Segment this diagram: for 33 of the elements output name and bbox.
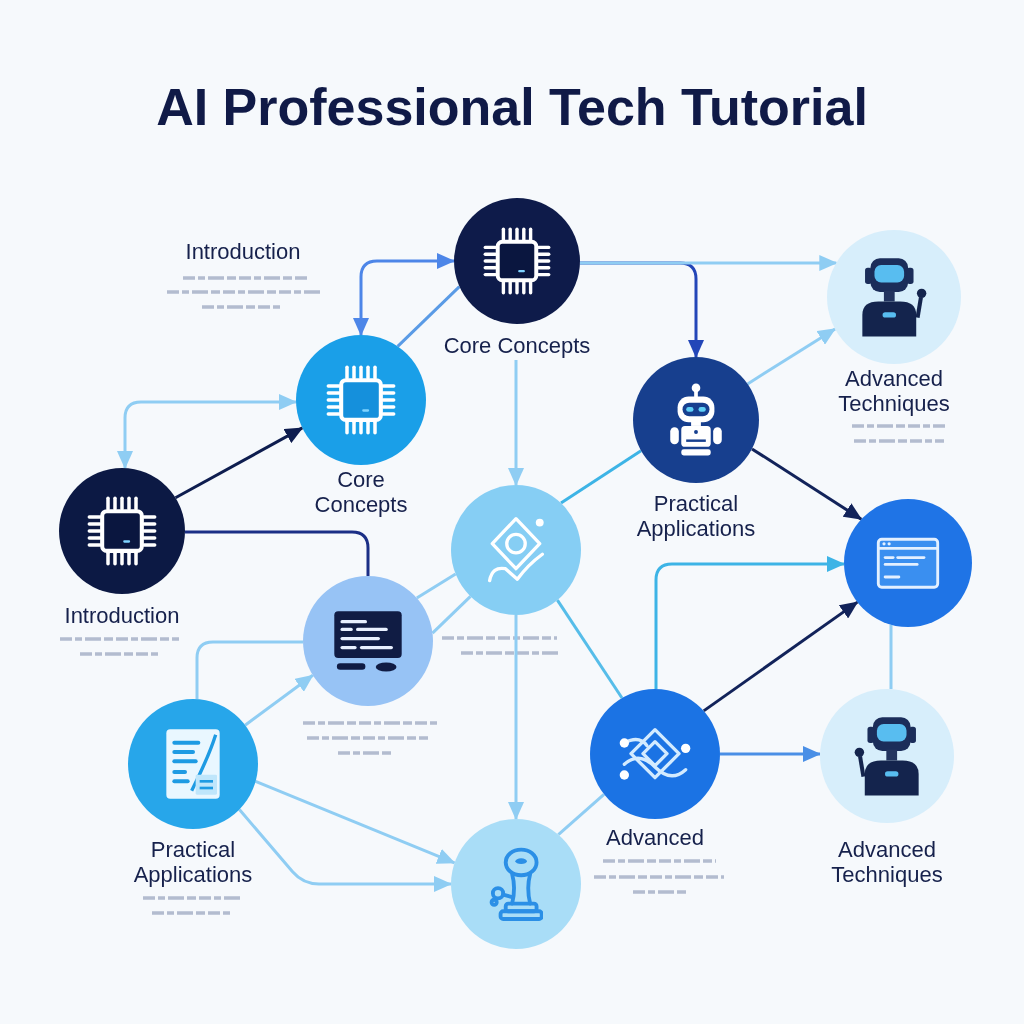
arrow: [720, 746, 821, 762]
topic-label: Advanced Techniques: [838, 366, 950, 416]
connector-line: [185, 530, 370, 576]
connector-line: [889, 624, 893, 690]
arrow: [255, 780, 456, 865]
arrow: [508, 615, 524, 820]
connector-line: [195, 640, 303, 700]
arrow: [353, 253, 455, 336]
connector-line: [416, 572, 457, 600]
topic-label: Core Concepts: [314, 467, 408, 517]
connector-line: [431, 595, 472, 635]
arrow: [238, 808, 452, 892]
connector-line: [396, 285, 461, 348]
arrow: [580, 255, 838, 271]
connector-line: [556, 599, 624, 699]
topic-label: Advanced Techniques: [831, 837, 943, 887]
topic-label: Introduction: [64, 603, 180, 628]
arrow: [654, 556, 845, 689]
arrow: [244, 674, 314, 727]
topic-label: Practical Applications: [636, 491, 756, 541]
arrow: [751, 447, 863, 521]
connector-line: [557, 793, 605, 836]
arrow: [174, 426, 304, 500]
topic-label: Core Concepts: [443, 333, 591, 358]
topic-label: Practical Applications: [133, 837, 253, 887]
topic-label: Introduction: [185, 238, 301, 264]
arrow: [508, 360, 524, 486]
arrow: [702, 600, 859, 713]
title: AI Professional Tech Tutorial: [156, 77, 868, 137]
connector-line: [560, 449, 642, 505]
topic-label: Advanced: [606, 825, 704, 850]
arrow: [117, 394, 297, 470]
arrow: [746, 327, 836, 386]
